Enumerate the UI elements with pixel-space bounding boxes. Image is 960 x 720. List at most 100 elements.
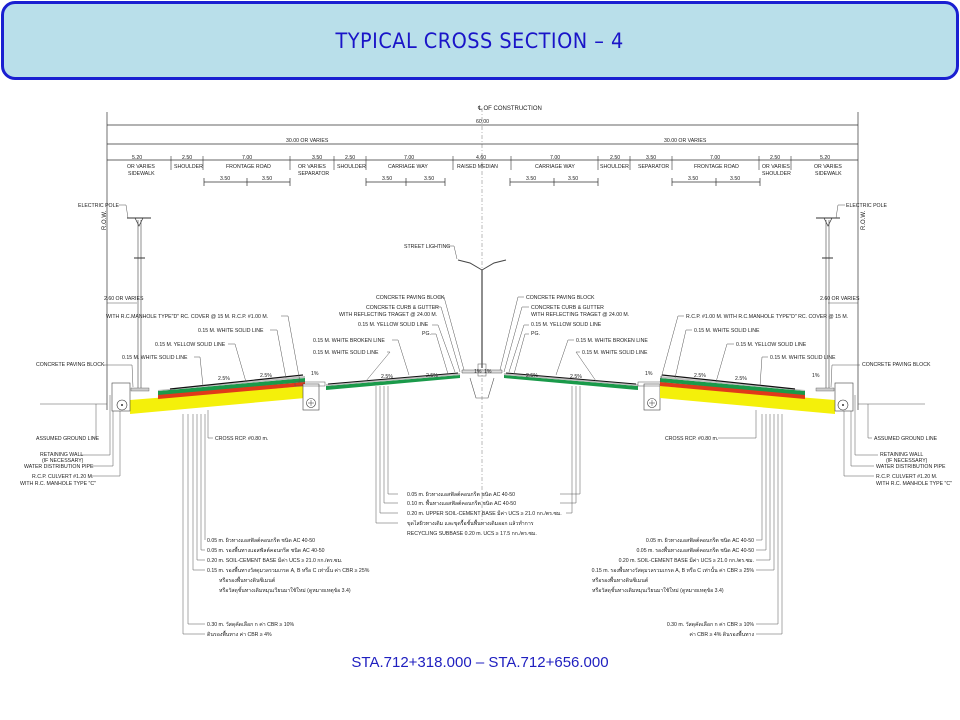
seg-right-carriage-dim: 7.00 xyxy=(550,155,560,161)
sub-dim: 3.50 xyxy=(730,176,740,182)
seg-left-sidewalk-label2: SIDEWALK xyxy=(128,171,155,177)
left-frontage-leaders xyxy=(182,414,206,635)
seg-right-shoulder2-label: OR VARIES xyxy=(762,164,790,170)
slope-label: 2.5% xyxy=(381,374,393,380)
median-right-paving-block: CONCRETE PAVING BLOCK xyxy=(526,295,595,301)
median-right-pg: PG. xyxy=(531,331,540,337)
row-label-left: R.O.W. xyxy=(102,210,108,230)
sub-dim: 3.50 xyxy=(220,176,230,182)
right-main-pavement xyxy=(504,372,638,390)
callout-right-water-pipe: WATER DISTRIBUTION PIPE xyxy=(876,464,946,470)
slope-label: 1% xyxy=(812,373,820,379)
electric-pole-right xyxy=(816,217,840,390)
callout-left-manhole: WITH R.C.MANHOLE TYPE"D" RC. COVER @ 15 … xyxy=(106,314,268,320)
right-frontage-layer-3: 0.20 m. SOIL-CEMENT BASE มีค่า UCS ≥ 21.… xyxy=(619,557,754,564)
seg-right-shoulder2-label2: SHOULDER xyxy=(762,171,791,177)
callout-right-culvert-2: WITH R.C. MANHOLE TYPE "C" xyxy=(876,481,952,487)
segment-ticks xyxy=(170,156,792,170)
median-dim: 4.60 xyxy=(476,155,486,161)
seg-left-shoulder2-dim: 2.50 xyxy=(345,155,355,161)
median-label: RAISED MEDIAN xyxy=(457,164,498,170)
right-frontage-leaders xyxy=(756,414,783,635)
sub-dim: 3.50 xyxy=(424,176,434,182)
main-layer-3: 0.20 m. UPPER SOIL-CEMENT BASE มีค่า UCS… xyxy=(407,510,562,517)
seg-right-separator-dim: 3.50 xyxy=(646,155,656,161)
main-layer-1: 0.05 m. ผิวทางแอสฟัลต์คอนกรีต ชนิด AC 40… xyxy=(407,491,515,498)
seg-left-carriage-dim: 7.00 xyxy=(404,155,414,161)
callout-left-yellow: 0.15 M. YELLOW SOLID LINE xyxy=(155,342,226,348)
right-frontage-layer-2: 0.05 m. รองพื้นทางแอสฟัลต์คอนกรีต ชนิด A… xyxy=(636,546,754,554)
left-frontage-layer-3: 0.20 m. SOIL-CEMENT BASE มีค่า UCS ≥ 21.… xyxy=(207,557,342,564)
pole-offset-left: 2.60 OR VARIES xyxy=(104,296,144,302)
slope-label: 2.5% xyxy=(570,374,582,380)
slope-label: 2.5% xyxy=(735,376,747,382)
total-width: 60.00 xyxy=(476,119,489,125)
half-width-right: 30.00 OR VARIES xyxy=(664,138,707,144)
callout-left-retaining-wall-2: (IF NECESSARY) xyxy=(42,458,84,464)
callout-right-white-solid-2: 0.15 M. WHITE SOLID LINE xyxy=(770,355,836,361)
median-left-curb: CONCRETE CURB & GUTTER xyxy=(366,305,439,311)
centerline-label: ℄ OF CONSTRUCTION xyxy=(477,106,542,112)
electric-pole-label-left: ELECTRIC POLE xyxy=(78,203,119,209)
sub-dim: 3.50 xyxy=(382,176,392,182)
seg-right-sidewalk-dim: 5.20 xyxy=(820,155,830,161)
median-left-white-broken: 0.15 M. WHITE BROKEN LINE xyxy=(313,338,385,344)
left-frontage-layer-6: หรือวัสดุชั้นทางเดิมหมุนเวียนมาใช้ใหม่ (… xyxy=(219,586,351,594)
seg-right-shoulder-label: SHOULDER xyxy=(600,164,629,170)
raised-median xyxy=(461,363,503,399)
sub-dim: 3.50 xyxy=(526,176,536,182)
right-pavement xyxy=(660,374,835,414)
callout-left-culvert-2: WITH R.C. MANHOLE TYPE "C" xyxy=(20,481,96,487)
street-lighting-label: STREET LIGHTING xyxy=(404,244,450,250)
left-frontage-layer-7: 0.30 m. วัสดุคัดเลือก ก ค่า CBR ≥ 10% xyxy=(207,621,295,628)
slope-label: 2.5% xyxy=(218,376,230,382)
right-frontage-layer-1: 0.05 m. ผิวทางแอสฟัลต์คอนกรีต ชนิด AC 40… xyxy=(646,537,754,544)
callout-right-retaining-wall-2: (IF NECESSARY) xyxy=(886,458,928,464)
median-left-curb-2: WITH REFLECTING TRAGET @ 24.00 M. xyxy=(339,312,437,318)
sub-dim: 3.50 xyxy=(568,176,578,182)
main-layer-5: RECYCLING SUBBASE 0.20 m. UCS ≥ 17.5 กก.… xyxy=(407,531,537,537)
median-left-yellow: 0.15 M. YELLOW SOLID LINE xyxy=(358,322,429,328)
callout-left-culvert: R.C.P. CULVERT #1.20 M. xyxy=(32,474,93,480)
left-frontage-layer-1: 0.05 m. ผิวทางแอสฟัลต์คอนกรีต ชนิด AC 40… xyxy=(207,537,315,544)
median-right-yellow: 0.15 M. YELLOW SOLID LINE xyxy=(531,322,602,328)
main-layer-2: 0.10 m. พื้นทางแอสฟัลต์คอนกรีต ชนิด AC 4… xyxy=(407,499,516,507)
seg-right-sidewalk-label2: SIDEWALK xyxy=(815,171,842,177)
seg-right-shoulder2-dim: 2.50 xyxy=(770,155,780,161)
left-frontage-layer-5: หรือรองพื้นทางดินซีเมนต์ xyxy=(219,576,275,584)
seg-left-separator-label2: SEPARATOR xyxy=(298,171,329,177)
callout-right-paving-block: CONCRETE PAVING BLOCK xyxy=(862,362,931,368)
right-frontage-layer-7: 0.30 m. วัสดุคัดเลือก ก ค่า CBR ≥ 10% xyxy=(667,621,755,628)
row-label-right: R.O.W. xyxy=(861,210,867,230)
left-frontage-layer-2: 0.05 m. รองพื้นทางแอสฟัลต์คอนกรีต ชนิด A… xyxy=(207,546,325,554)
main-layer-4: ขุดไสผิวทางเดิม และขุดรื้อชั้นพื้นทางเดิ… xyxy=(407,519,534,527)
slope-label: 1% xyxy=(474,369,482,375)
left-sidewalk xyxy=(111,382,150,412)
slope-label: 1% xyxy=(484,369,492,375)
seg-left-separator-dim: 3.50 xyxy=(312,155,322,161)
callout-left-white-solid-2: 0.15 M. WHITE SOLID LINE xyxy=(122,355,188,361)
seg-left-frontage-label: FRONTAGE ROAD xyxy=(226,164,271,170)
callout-right-cross-rcp: CROSS RCP. #0.80 m. xyxy=(665,436,718,442)
sub-dim: 3.50 xyxy=(262,176,272,182)
electric-pole-left xyxy=(127,217,151,390)
callout-right-retaining-wall: RETAINING WALL xyxy=(880,452,923,458)
street-light xyxy=(457,259,507,368)
seg-left-frontage-dim: 7.00 xyxy=(242,155,252,161)
callout-left-water-pipe: WATER DISTRIBUTION PIPE xyxy=(24,464,94,470)
sub-dim: 3.50 xyxy=(688,176,698,182)
left-pavement xyxy=(130,374,305,414)
seg-left-shoulder2-label: SHOULDER xyxy=(337,164,366,170)
median-left-pg: PG. xyxy=(422,331,431,337)
callout-left-ground-line: ASSUMED GROUND LINE xyxy=(36,436,100,442)
seg-left-carriage-label: CARRIAGE WAY xyxy=(388,164,428,170)
callout-left-retaining-wall: RETAINING WALL xyxy=(40,452,83,458)
median-right-white-broken: 0.15 M. WHITE BROKEN LINE xyxy=(576,338,648,344)
slope-label: 2.5% xyxy=(694,373,706,379)
left-main-pavement xyxy=(326,372,460,390)
left-separator-manhole xyxy=(294,381,326,411)
median-right-white-solid: 0.15 M. WHITE SOLID LINE xyxy=(582,350,648,356)
callout-left-white-solid-1: 0.15 M. WHITE SOLID LINE xyxy=(198,328,264,334)
left-frontage-layer-4: 0.15 m. รองพื้นทางวัสดุมวลรวมเกรด A, B ห… xyxy=(207,566,370,574)
